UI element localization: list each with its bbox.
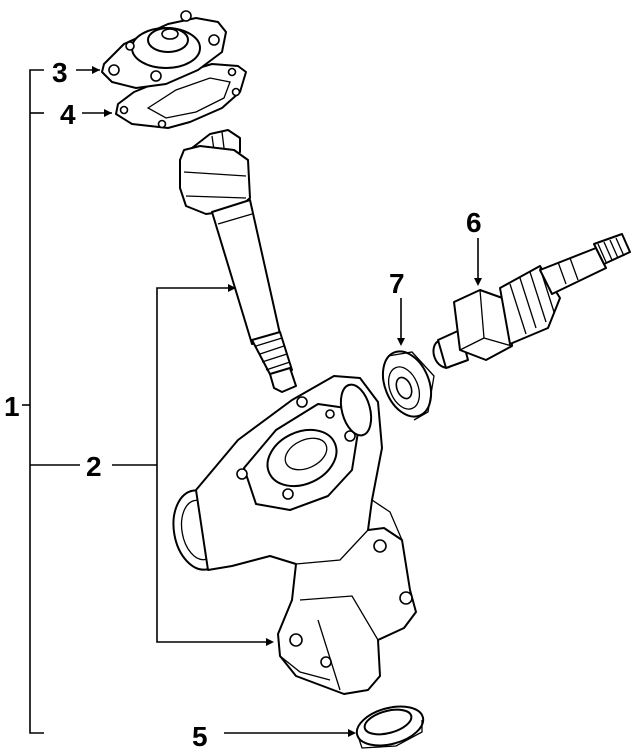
housing-part	[172, 375, 417, 695]
leader-lines	[22, 66, 482, 737]
seal-part	[355, 705, 425, 749]
cover-plate-part	[101, 10, 227, 89]
callout-1: 1	[4, 391, 20, 422]
callout-6: 6	[466, 207, 482, 238]
sector-shaft-part	[179, 129, 297, 393]
callout-4: 4	[60, 99, 76, 130]
callout-2: 2	[86, 451, 102, 482]
callout-3: 3	[52, 57, 68, 88]
callout-5: 5	[192, 721, 208, 752]
callout-labels: 1 2 3 4 5 6 7	[4, 57, 482, 752]
callout-7: 7	[389, 268, 405, 299]
bearing-part	[381, 350, 435, 421]
worm-shaft-part	[432, 233, 631, 369]
